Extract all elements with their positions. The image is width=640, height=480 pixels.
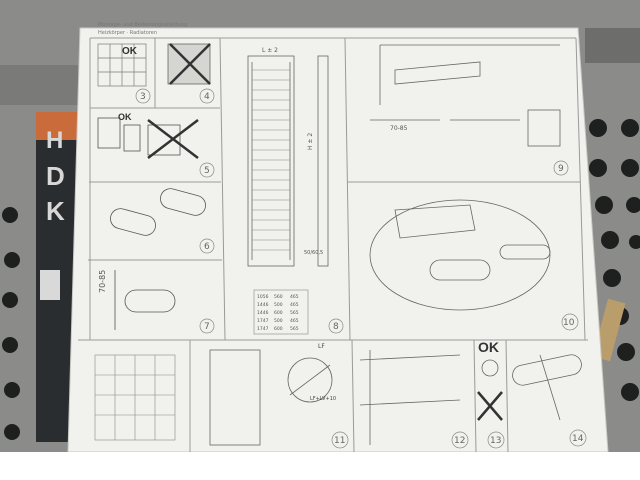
- panel-8-dimension-side: H ± 2: [307, 133, 314, 150]
- panel-number-9: 9: [558, 164, 564, 174]
- panel-number-7: 7: [204, 322, 210, 332]
- panel-number-14: 14: [572, 434, 584, 444]
- table-cell-r4c2: 565: [290, 326, 299, 332]
- panel-5-appliances: [97, 117, 181, 156]
- table-cell-r0c0: 1056: [257, 294, 269, 300]
- panel-5-ok-mark: OK: [118, 112, 132, 122]
- panel-8-radiator: [247, 55, 329, 267]
- panel-number-12: 12: [454, 436, 465, 446]
- table-cell-r0c2: 465: [290, 294, 299, 300]
- panel-11-grid: [94, 354, 176, 441]
- table-cell-r1c1: 500: [274, 302, 283, 308]
- panel-number-11: 11: [334, 436, 345, 446]
- panel-11-label-lflv: LF+LV+10: [310, 396, 336, 402]
- box-letter-3: K: [46, 196, 65, 226]
- table-cell-r1c0: 1446: [257, 302, 269, 308]
- table-cell-r2c2: 565: [290, 310, 299, 316]
- table-cell-r1c2: 465: [290, 302, 299, 308]
- panel-8-dimension-bottom: 50/60,5: [304, 250, 323, 256]
- panel-9-wall-diagram: [370, 44, 561, 147]
- panel-3-tile-grid: [97, 43, 147, 87]
- table-cell-r2c1: 600: [274, 310, 283, 316]
- panel-8-table: 1056 560 465 1446 500 465 1446 600 565 1…: [253, 289, 309, 335]
- panel-number-4: 4: [204, 92, 210, 102]
- instruction-sheet: Montage- und Bedienungsanleitung Heizkör…: [67, 22, 609, 453]
- panel-number-13: 13: [490, 436, 501, 446]
- panel-8-dimension-top: L ± 2: [262, 47, 278, 54]
- sheet-subheader: Heizkörper · Radiatoren: [98, 30, 157, 36]
- box-letter-2: D: [46, 161, 65, 191]
- box-letter-1: H: [46, 127, 63, 154]
- panel-4-cross-icon: [169, 43, 211, 85]
- panel-7-dimension: 70-85: [98, 270, 107, 293]
- sheet-header: Montage- und Bedienungsanleitung: [98, 22, 187, 28]
- panel-number-6: 6: [204, 242, 210, 252]
- panel-11-label-lf: LF: [318, 343, 325, 350]
- table-cell-r4c0: 1747: [257, 326, 269, 332]
- table-cell-r4c1: 600: [274, 326, 283, 332]
- table-cell-r3c0: 1747: [257, 318, 269, 324]
- table-cell-r3c2: 465: [290, 318, 299, 324]
- panel-8-radiator-bars: [252, 69, 290, 251]
- panel-number-10: 10: [563, 318, 575, 328]
- panel-grid: [78, 37, 588, 453]
- panel-number-5: 5: [204, 166, 210, 176]
- panel-5-cross-icon: [147, 119, 199, 159]
- panel-14-drawing: [512, 354, 582, 421]
- table-cell-r0c1: 560: [274, 294, 283, 300]
- panel-number-3: 3: [140, 92, 146, 102]
- panel-numbers: 3 4 5 6 7 8 9 10 11 12 13 14: [135, 88, 587, 449]
- panel-9-dimension: 70-85: [390, 125, 408, 132]
- metal-bar-top-right: [585, 28, 640, 63]
- table-cell-r2c0: 1446: [257, 310, 269, 316]
- metal-bar-top-left: [0, 65, 80, 105]
- panel-13-circle-icon: [481, 359, 499, 377]
- bottom-white-strip: [0, 452, 640, 480]
- panel-12-drawing: [359, 350, 461, 445]
- panel-13-ok-mark: OK: [478, 339, 499, 355]
- panel-13-cross-icon: [477, 391, 503, 421]
- panel-6-pipes: [110, 188, 206, 236]
- panel-3-ok-mark: OK: [122, 46, 138, 57]
- panel-11-drawing: [209, 349, 333, 446]
- table-cell-r3c1: 500: [274, 318, 283, 324]
- panel-number-8: 8: [333, 322, 339, 332]
- panel-7-pipe: [114, 270, 176, 330]
- panel-10-assembly: [369, 199, 551, 311]
